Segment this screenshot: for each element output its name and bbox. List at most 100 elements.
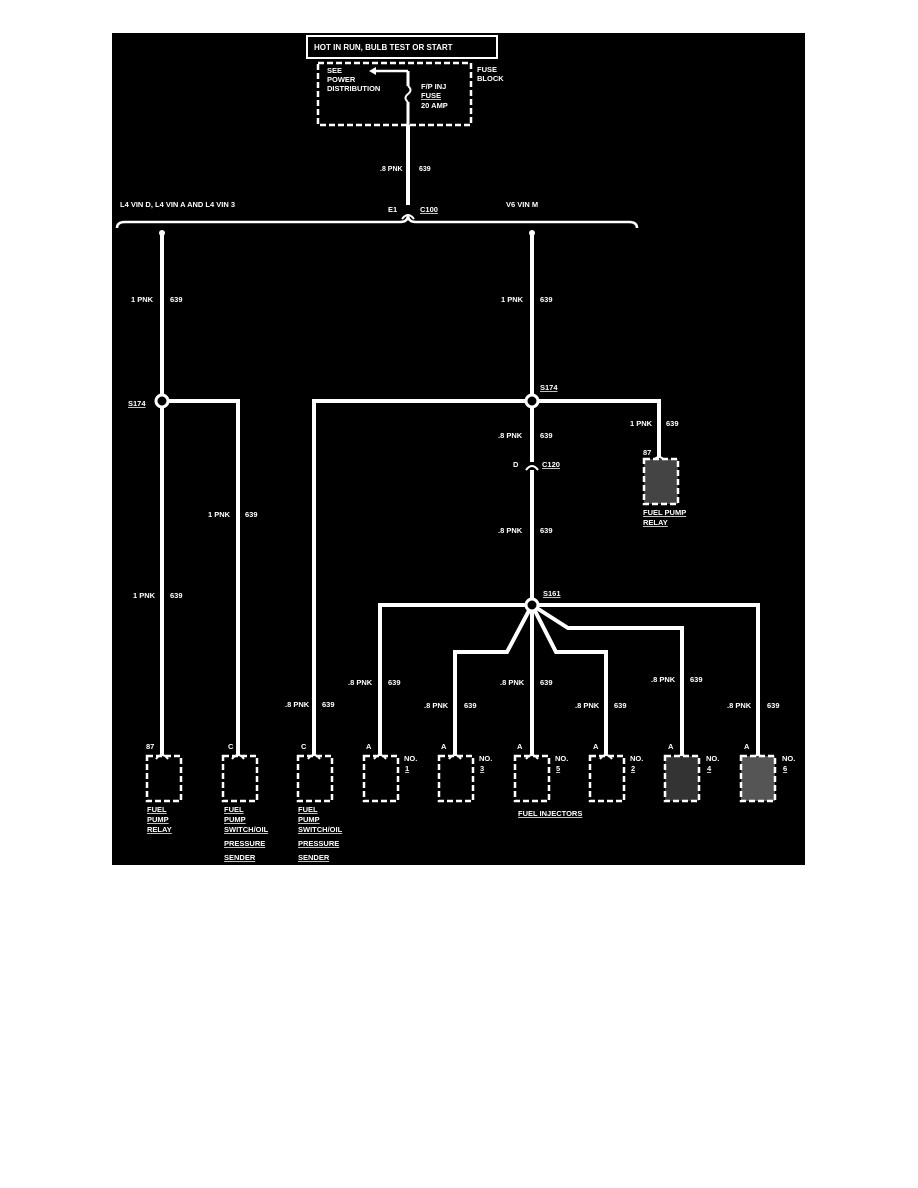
right-relay-wire-circuit: 639 (666, 419, 679, 428)
injector-6-pin: A (744, 742, 750, 751)
injector-5-circuit: 639 (540, 678, 553, 687)
injector-6-gauge: .8 PNK (727, 701, 752, 710)
injector-4-gauge: .8 PNK (651, 675, 676, 684)
injector-6-wire (532, 603, 760, 756)
fuse-block-label-1: FUSE (477, 65, 497, 74)
right-fuel-pump-switch (296, 754, 334, 803)
injector-4-pin: A (668, 742, 674, 751)
injector-2-terminal-icon (599, 754, 613, 760)
right-switch-wire-gauge: .8 PNK (285, 700, 310, 709)
injector-1-terminal-icon (373, 754, 387, 760)
injector-2-no: NO. (630, 754, 643, 763)
right-fuel-pump-relay (644, 459, 678, 504)
injector-4-no: NO. (706, 754, 719, 763)
splice-s174-right-label: S174 (540, 383, 558, 392)
injector-6-no: NO. (782, 754, 795, 763)
right-relay-wire-gauge: 1 PNK (630, 419, 653, 428)
right-s161-wire-gauge: .8 PNK (498, 526, 523, 535)
right-switch-label-3: SWITCH/OIL (298, 825, 343, 834)
injector-2-wire (530, 604, 608, 756)
injector-wires (378, 603, 760, 756)
right-top-wire-circuit: 639 (540, 295, 553, 304)
arrow-left-icon (369, 67, 376, 75)
injector-5-num: 5 (556, 764, 560, 773)
left-top-wire-gauge: 1 PNK (131, 295, 154, 304)
diagram-background (112, 33, 805, 865)
left-top-wire-circuit: 639 (170, 295, 183, 304)
injector-2-pin: A (593, 742, 599, 751)
c100-pin: E1 (388, 205, 397, 214)
injector-3-connector (437, 754, 475, 803)
right-switch-label-1: FUEL (298, 805, 318, 814)
injector-3-num: 3 (480, 764, 484, 773)
left-switch-label-5: SENDER (224, 853, 256, 862)
right-top-wire-gauge: 1 PNK (501, 295, 524, 304)
injector-4-circuit: 639 (690, 675, 703, 684)
injector-3-gauge: .8 PNK (424, 701, 449, 710)
left-switch-label-2: PUMP (224, 815, 246, 824)
fuse-block: FUSE BLOCK SEE POWER DISTRIBUTION F/P IN… (316, 61, 504, 127)
right-switch-label-2: PUMP (298, 815, 320, 824)
injector-5-pin: A (517, 742, 523, 751)
splice-s174-left (154, 393, 170, 409)
fuse-icon (404, 85, 412, 103)
left-switch-label-3: SWITCH/OIL (224, 825, 269, 834)
main-wire-circuit: 639 (419, 166, 431, 173)
right-switch-terminal-icon (307, 754, 321, 760)
left-relay-label-3: RELAY (147, 825, 172, 834)
left-fuel-pump-switch (221, 754, 259, 803)
right-switch-wire-circuit: 639 (322, 700, 335, 709)
right-switch-wire (312, 399, 532, 756)
left-relay-label-2: PUMP (147, 815, 169, 824)
main-wire-gauge: .8 PNK (380, 166, 403, 173)
splice-s174-left-label: S174 (128, 399, 146, 408)
injector-5-gauge: .8 PNK (500, 678, 525, 687)
fuse-name-2: FUSE (421, 91, 441, 100)
left-relay-pin: 87 (146, 742, 154, 751)
c120-name: C120 (542, 460, 560, 469)
left-switch-wire-circuit: 639 (245, 510, 258, 519)
injector-4-connector (665, 756, 699, 801)
injector-4-num: 4 (707, 764, 712, 773)
hot-label: HOT IN RUN, BULB TEST OR START (314, 43, 453, 52)
injector-1-wire (378, 603, 532, 756)
left-fuel-pump-relay (145, 754, 183, 803)
right-relay-pin: 87 (643, 448, 651, 457)
connector-c120-icon (525, 465, 539, 471)
left-switch-wire-gauge: 1 PNK (208, 510, 231, 519)
c120-pin: D (513, 460, 519, 469)
right-c120-wire-gauge: .8 PNK (498, 431, 523, 440)
injector-3-terminal-icon (448, 754, 462, 760)
branch-bracket (115, 214, 639, 229)
fuse-rating: 20 AMP (421, 101, 448, 110)
injector-3-circuit: 639 (464, 701, 477, 710)
injector-4-wire (530, 603, 684, 756)
fuel-injectors-label: FUEL INJECTORS (518, 809, 582, 818)
left-switch-pin: C (228, 742, 234, 751)
right-trunk-top-terminal (529, 230, 535, 236)
left-relay-wire-gauge: 1 PNK (133, 591, 156, 600)
injector-5-no: NO. (555, 754, 568, 763)
injector-1-no: NO. (404, 754, 417, 763)
see-text-3: DISTRIBUTION (327, 84, 380, 93)
splice-s161-label: S161 (543, 589, 561, 598)
injector-1-num: 1 (405, 764, 409, 773)
splice-s161 (524, 597, 540, 613)
right-relay-label-2: RELAY (643, 518, 668, 527)
injector-1-circuit: 639 (388, 678, 401, 687)
right-relay-label-1: FUEL PUMP (643, 508, 686, 517)
see-text-2: POWER (327, 75, 356, 84)
branch-right-label: V6 VIN M (506, 200, 538, 209)
left-switch-label-4: PRESSURE (224, 839, 265, 848)
injector-2-num: 2 (631, 764, 635, 773)
left-switch-wire (162, 399, 240, 756)
right-s161-wire-circuit: 639 (540, 526, 553, 535)
right-c120-wire-circuit: 639 (540, 431, 553, 440)
injector-3-no: NO. (479, 754, 492, 763)
right-switch-label-5: SENDER (298, 853, 330, 862)
left-relay-label-1: FUEL (147, 805, 167, 814)
left-switch-label-1: FUEL (224, 805, 244, 814)
right-relay-wire (532, 399, 661, 458)
injector-5-terminal-icon (525, 754, 539, 760)
